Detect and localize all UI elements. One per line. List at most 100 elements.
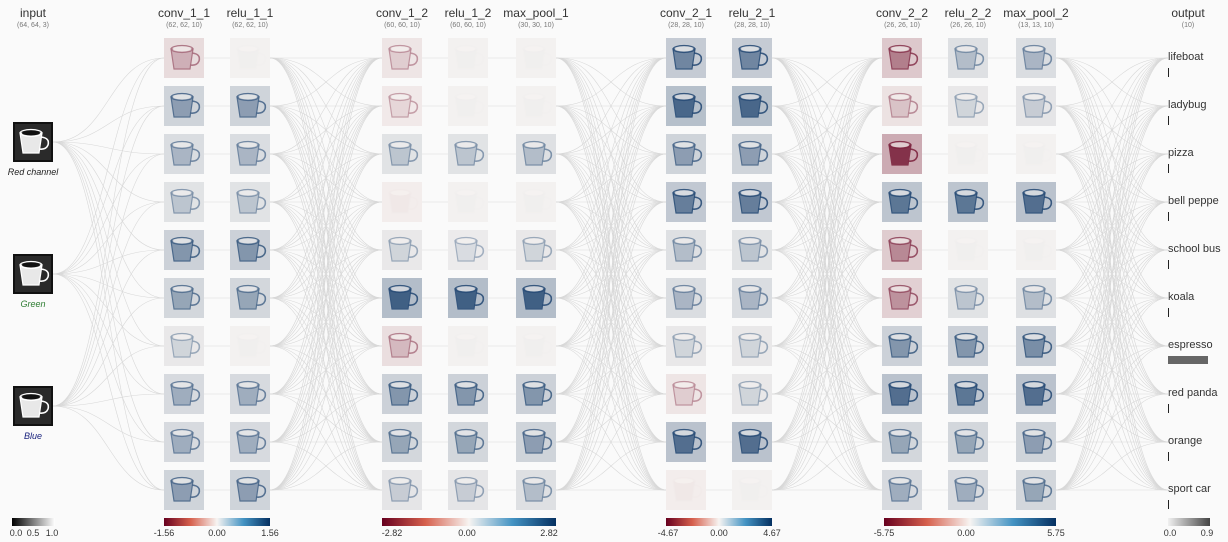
feature-map[interactable] — [948, 86, 988, 126]
layer-title[interactable]: relu_1_2 — [444, 6, 492, 20]
feature-map[interactable] — [948, 470, 988, 510]
feature-map[interactable] — [882, 422, 922, 462]
output-class-label[interactable]: school bus — [1168, 243, 1221, 255]
feature-map[interactable] — [516, 38, 556, 78]
feature-map[interactable] — [882, 38, 922, 78]
layer-title[interactable]: input — [19, 6, 47, 20]
layer-title[interactable]: relu_2_1 — [728, 6, 776, 20]
feature-map[interactable] — [164, 374, 204, 414]
feature-map[interactable] — [164, 182, 204, 222]
feature-map[interactable] — [732, 374, 772, 414]
layer-title[interactable]: conv_2_1 — [659, 6, 713, 20]
output-class-label[interactable]: espresso — [1168, 339, 1213, 351]
feature-map[interactable] — [230, 134, 270, 174]
layer-title[interactable]: max_pool_1 — [503, 6, 569, 20]
feature-map[interactable] — [1016, 182, 1056, 222]
feature-map[interactable] — [666, 182, 706, 222]
feature-map[interactable] — [164, 422, 204, 462]
output-class-label[interactable]: sport car — [1168, 483, 1211, 495]
feature-map[interactable] — [448, 38, 488, 78]
feature-map[interactable] — [666, 374, 706, 414]
feature-map[interactable] — [448, 374, 488, 414]
feature-map[interactable] — [448, 134, 488, 174]
feature-map[interactable] — [516, 182, 556, 222]
feature-map[interactable] — [732, 230, 772, 270]
feature-map[interactable] — [382, 470, 422, 510]
feature-map[interactable] — [948, 38, 988, 78]
feature-map[interactable] — [1016, 374, 1056, 414]
feature-map[interactable] — [882, 326, 922, 366]
feature-map[interactable] — [382, 230, 422, 270]
feature-map[interactable] — [1016, 422, 1056, 462]
layer-title[interactable]: relu_1_1 — [226, 6, 274, 20]
layer-title[interactable]: relu_2_2 — [944, 6, 992, 20]
feature-map[interactable] — [230, 422, 270, 462]
feature-map[interactable] — [448, 422, 488, 462]
feature-map[interactable] — [732, 182, 772, 222]
feature-map[interactable] — [1016, 38, 1056, 78]
feature-map[interactable] — [948, 230, 988, 270]
feature-map[interactable] — [516, 470, 556, 510]
output-class-label[interactable]: ladybug — [1168, 99, 1207, 111]
feature-map[interactable] — [164, 470, 204, 510]
feature-map[interactable] — [1016, 134, 1056, 174]
layer-title[interactable]: conv_2_2 — [875, 6, 929, 20]
feature-map[interactable] — [516, 374, 556, 414]
feature-map[interactable] — [666, 86, 706, 126]
feature-map[interactable] — [230, 86, 270, 126]
feature-map[interactable] — [666, 230, 706, 270]
output-class-label[interactable]: red panda — [1168, 387, 1218, 399]
feature-map[interactable] — [382, 38, 422, 78]
feature-map[interactable] — [948, 278, 988, 318]
output-class-label[interactable]: orange — [1168, 435, 1203, 447]
feature-map[interactable] — [382, 278, 422, 318]
feature-map[interactable] — [1016, 470, 1056, 510]
feature-map[interactable] — [732, 278, 772, 318]
feature-map[interactable] — [230, 470, 270, 510]
feature-map[interactable] — [448, 278, 488, 318]
feature-map[interactable] — [448, 86, 488, 126]
feature-map[interactable] — [230, 278, 270, 318]
feature-map[interactable] — [666, 326, 706, 366]
layer-title[interactable]: max_pool_2 — [1003, 6, 1069, 20]
feature-map[interactable] — [516, 86, 556, 126]
feature-map[interactable] — [382, 86, 422, 126]
feature-map[interactable] — [382, 374, 422, 414]
feature-map[interactable] — [666, 470, 706, 510]
feature-map[interactable] — [666, 278, 706, 318]
feature-map[interactable] — [666, 134, 706, 174]
feature-map[interactable] — [164, 86, 204, 126]
feature-map[interactable] — [1016, 86, 1056, 126]
feature-map[interactable] — [382, 182, 422, 222]
feature-map[interactable] — [1016, 230, 1056, 270]
feature-map[interactable] — [1016, 326, 1056, 366]
feature-map[interactable] — [230, 182, 270, 222]
feature-map[interactable] — [164, 230, 204, 270]
feature-map[interactable] — [516, 230, 556, 270]
feature-map[interactable] — [516, 134, 556, 174]
feature-map[interactable] — [516, 326, 556, 366]
feature-map[interactable] — [164, 326, 204, 366]
feature-map[interactable] — [882, 230, 922, 270]
feature-map[interactable] — [666, 38, 706, 78]
feature-map[interactable] — [948, 326, 988, 366]
feature-map[interactable] — [164, 38, 204, 78]
feature-map[interactable] — [164, 134, 204, 174]
feature-map[interactable] — [732, 134, 772, 174]
feature-map[interactable] — [882, 182, 922, 222]
output-class-label[interactable]: pizza — [1168, 147, 1194, 159]
feature-map[interactable] — [230, 326, 270, 366]
output-class-label[interactable]: bell peppe — [1168, 195, 1219, 207]
feature-map[interactable] — [666, 422, 706, 462]
feature-map[interactable] — [448, 182, 488, 222]
feature-map[interactable] — [230, 38, 270, 78]
feature-map[interactable] — [448, 470, 488, 510]
feature-map[interactable] — [230, 230, 270, 270]
output-class-label[interactable]: koala — [1168, 291, 1195, 303]
output-class-label[interactable]: lifeboat — [1168, 51, 1204, 63]
layer-title[interactable]: conv_1_2 — [375, 6, 429, 20]
feature-map[interactable] — [882, 374, 922, 414]
feature-map[interactable] — [732, 86, 772, 126]
feature-map[interactable] — [948, 134, 988, 174]
feature-map[interactable] — [882, 470, 922, 510]
